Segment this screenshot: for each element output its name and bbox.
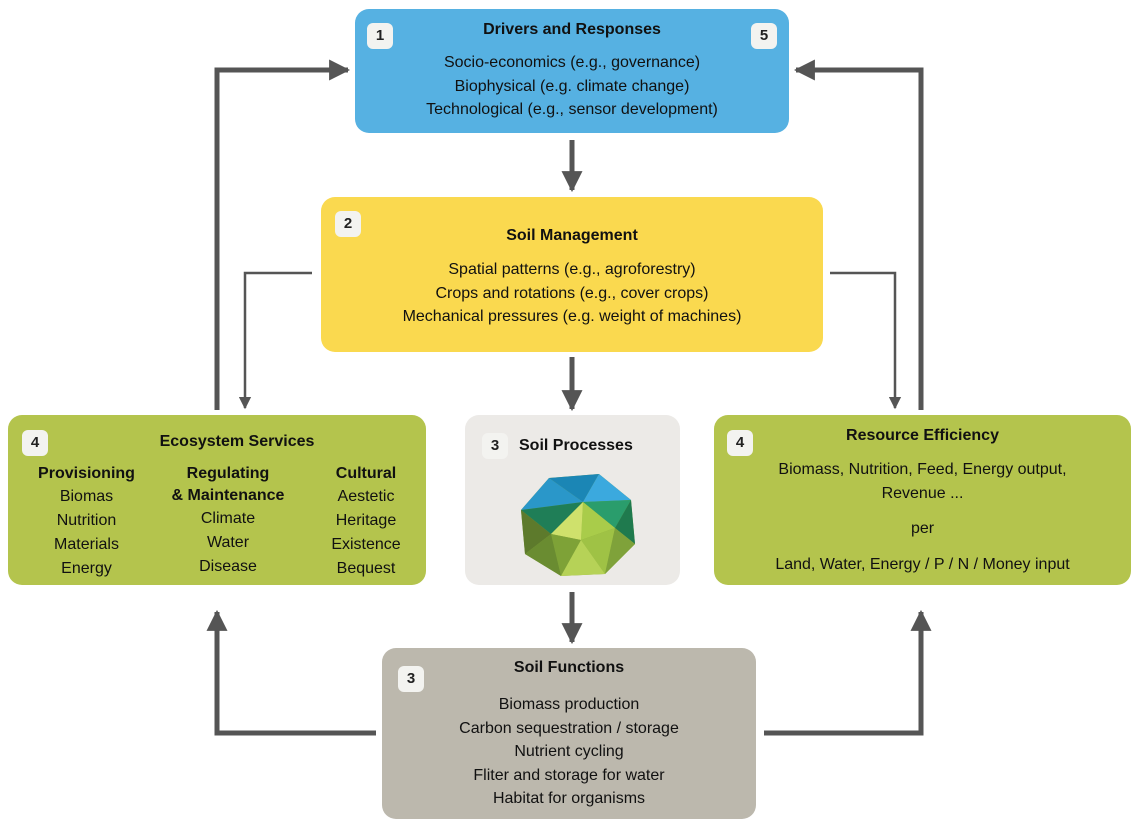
soil-processes-box: 3 Soil Processes (465, 415, 680, 585)
arrow-management-to-resource (830, 271, 902, 410)
box-title: Soil Management (506, 227, 638, 244)
arrow-ecosystem-to-drivers (214, 59, 351, 410)
box-title: Drivers and Responses (483, 21, 661, 38)
line-item: Socio-economics (e.g., governance) (443, 54, 701, 71)
column-heading: Cultural (335, 465, 397, 482)
soil-management-box: 2 Soil Management Spatial patterns (e.g.… (321, 197, 823, 352)
ecosystem-services-box: 4 Ecosystem Services Provisioning Biomas… (8, 415, 426, 585)
list-item: Materials (54, 536, 119, 553)
line-item: Fliter and storage for water (473, 766, 665, 784)
box-lines: Biomass production Carbon sequestration … (382, 693, 756, 811)
arrow-functions-to-resource (764, 609, 932, 736)
arrow-resource-to-drivers (793, 59, 924, 410)
regulating-column: Regulating & Maintenance Climate Water D… (156, 463, 300, 579)
list-item: Heritage (335, 512, 397, 529)
step-badge: 3 (482, 433, 508, 459)
step-badge: 5 (751, 23, 777, 49)
list-item: Nutrition (56, 512, 117, 529)
line-item: Carbon sequestration / storage (459, 719, 679, 737)
box-title: Soil Functions (513, 659, 625, 676)
box-lines: Spatial patterns (e.g., agroforestry) Cr… (321, 258, 823, 329)
list-item: Energy (61, 560, 112, 577)
arrow-functions-to-ecosystem (206, 609, 376, 736)
column-heading: Provisioning (38, 465, 135, 482)
line-item: Nutrient cycling (514, 743, 624, 760)
box-title: Ecosystem Services (159, 433, 315, 450)
box-title: Resource Efficiency (846, 427, 999, 444)
list-item: Disease (199, 558, 257, 575)
box-title: Soil Processes (519, 437, 633, 454)
line-item: Spatial patterns (e.g., agroforestry) (448, 261, 696, 278)
list-item: Existence (331, 536, 401, 553)
per-label: per (910, 520, 935, 537)
polyhedron-soil-icon (521, 474, 635, 576)
line-item: Biophysical (e.g. climate change) (454, 77, 690, 95)
list-item: Water (206, 534, 250, 551)
step-badge: 4 (727, 430, 753, 456)
step-badge: 1 (367, 23, 393, 49)
column-heading: Regulating (186, 465, 270, 482)
line-item: Biomass, Nutrition, Feed, Energy output, (778, 461, 1067, 478)
line-item: Technological (e.g., sensor development) (426, 101, 718, 118)
arrow-management-to-ecosystem (238, 271, 312, 410)
line-item: Revenue ... (881, 484, 964, 502)
list-item: Aestetic (337, 488, 395, 505)
step-badge: 2 (335, 211, 361, 237)
line-item: Crops and rotations (e.g., cover crops) (435, 284, 709, 302)
resource-efficiency-box: 4 Resource Efficiency Biomass, Nutrition… (714, 415, 1131, 585)
provisioning-column: Provisioning Biomas Nutrition Materials … (24, 463, 149, 581)
list-item: Climate (200, 510, 256, 527)
column-heading: & Maintenance (171, 487, 285, 504)
step-badge: 4 (22, 430, 48, 456)
box-line: Land, Water, Energy / P / N / Money inpu… (775, 556, 1070, 573)
list-item: Biomas (59, 488, 114, 505)
box-lines: Socio-economics (e.g., governance) Bioph… (355, 51, 789, 122)
line-item: Habitat for organisms (492, 790, 646, 807)
line-item: Biomass production (498, 696, 640, 713)
step-badge: 3 (398, 666, 424, 692)
drivers-responses-box: 1 5 Drivers and Responses Socio-economic… (355, 9, 789, 133)
box-lines: Biomass, Nutrition, Feed, Energy output,… (714, 458, 1131, 505)
line-item: Mechanical pressures (e.g. weight of mac… (402, 308, 742, 325)
cultural-column: Cultural Aestetic Heritage Existence Beq… (313, 463, 419, 581)
list-item: Bequest (336, 560, 396, 577)
soil-functions-box: 3 Soil Functions Biomass production Carb… (382, 648, 756, 819)
